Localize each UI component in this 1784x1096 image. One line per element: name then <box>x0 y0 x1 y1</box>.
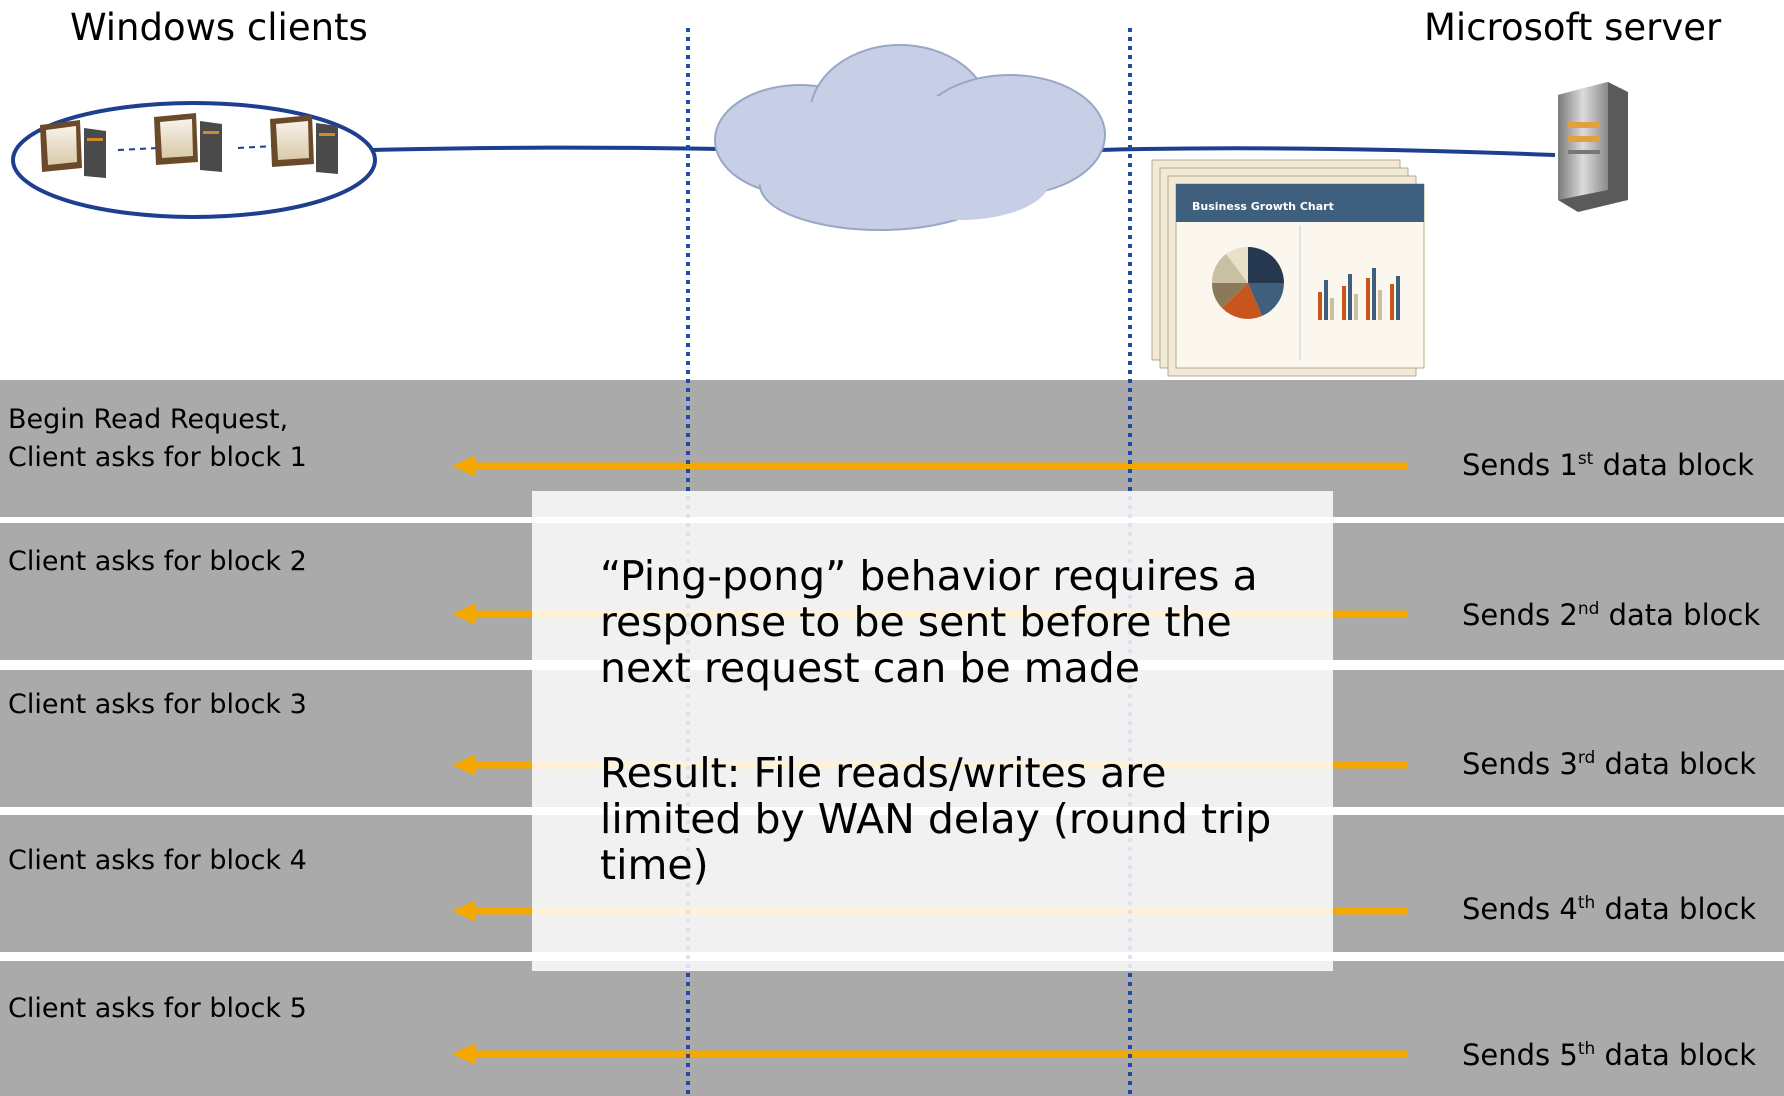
server-link-line <box>1099 146 1556 157</box>
request-label-2: Client asks for block 2 <box>8 546 307 577</box>
server-tower-icon <box>1558 82 1628 212</box>
request-label-1: Begin Read Request, Client asks for bloc… <box>8 404 307 473</box>
response-arrow-5 <box>452 1043 1408 1065</box>
response-label-2: Sends 2nd data block <box>1462 598 1761 632</box>
document-title: Business Growth Chart <box>1192 200 1334 213</box>
document-stack-icon <box>1151 159 1425 377</box>
clients-title: Windows clients <box>70 6 368 49</box>
request-label-5: Client asks for block 5 <box>8 993 307 1024</box>
client-computer-icon-3 <box>270 115 338 174</box>
wan-cloud-icon <box>714 44 1106 231</box>
exchange-band-5 <box>0 961 1784 1096</box>
client-group-outline <box>11 101 377 219</box>
request-label-4: Client asks for block 4 <box>8 845 307 876</box>
request-label-3: Client asks for block 3 <box>8 689 307 720</box>
client-computer-icon-1 <box>40 120 106 178</box>
response-label-1: Sends 1st data block <box>1462 448 1755 482</box>
callout-text-1: “Ping-pong” behavior requires a response… <box>600 552 1258 692</box>
response-label-5: Sends 5th data block <box>1462 1038 1756 1072</box>
response-arrow-1 <box>452 455 1408 477</box>
server-title: Microsoft server <box>1424 6 1722 49</box>
callout-text-2: Result: File reads/writes are limited by… <box>600 749 1272 889</box>
callout-panel <box>532 491 1333 971</box>
client-link-line <box>371 145 721 152</box>
response-label-3: Sends 3rd data block <box>1462 747 1757 781</box>
response-label-4: Sends 4th data block <box>1462 892 1756 926</box>
client-computer-icon-2 <box>154 113 222 172</box>
